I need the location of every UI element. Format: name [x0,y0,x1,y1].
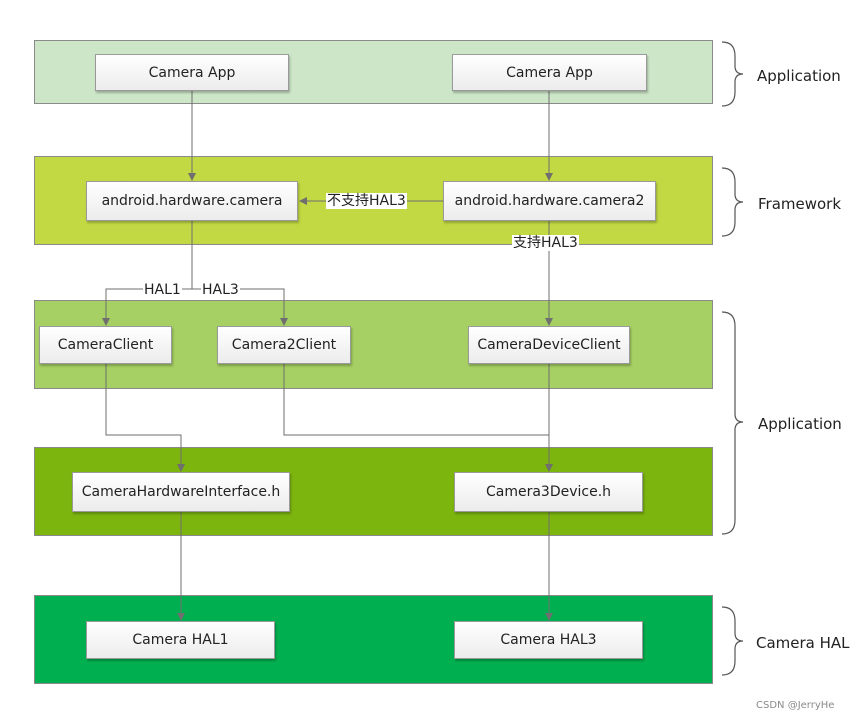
camera2-client-node: Camera2Client [217,326,351,364]
edge-label-not-support-hal3: 不支持HAL3 [326,193,407,209]
camera-client-node: CameraClient [39,326,172,364]
camera-hal3-node: Camera HAL3 [454,621,643,659]
edge-label-hal1: HAL1 [143,282,182,298]
edge-label-support-hal3: 支持HAL3 [512,235,579,251]
side-label-camera-hal: Camera HAL [756,634,850,652]
hardware-camera2-node: android.hardware.camera2 [443,181,656,221]
camera-app-node-1: Camera App [95,54,289,91]
edge-camera2-client-to-device [283,364,549,436]
brace-camera-hal [721,606,744,676]
camera-hardware-interface-node: CameraHardwareInterface.h [72,472,290,512]
edge-client-to-hw-interface [105,364,185,472]
camera-hal1-node: Camera HAL1 [86,621,275,659]
hardware-camera-node: android.hardware.camera [86,181,298,221]
side-label-application-top: Application [757,67,841,85]
camera-app-node-2: Camera App [452,54,647,91]
brace-application-mid [721,311,744,535]
edge-label-hal3: HAL3 [201,282,240,298]
side-label-application-mid: Application [758,415,842,433]
brace-application-top [721,41,744,107]
camera-device-client-node: CameraDeviceClient [468,326,630,364]
brace-framework [721,167,744,237]
side-label-framework: Framework [758,195,842,213]
camera3-device-node: Camera3Device.h [454,472,643,512]
watermark: CSDN @JerryHe [756,700,835,711]
